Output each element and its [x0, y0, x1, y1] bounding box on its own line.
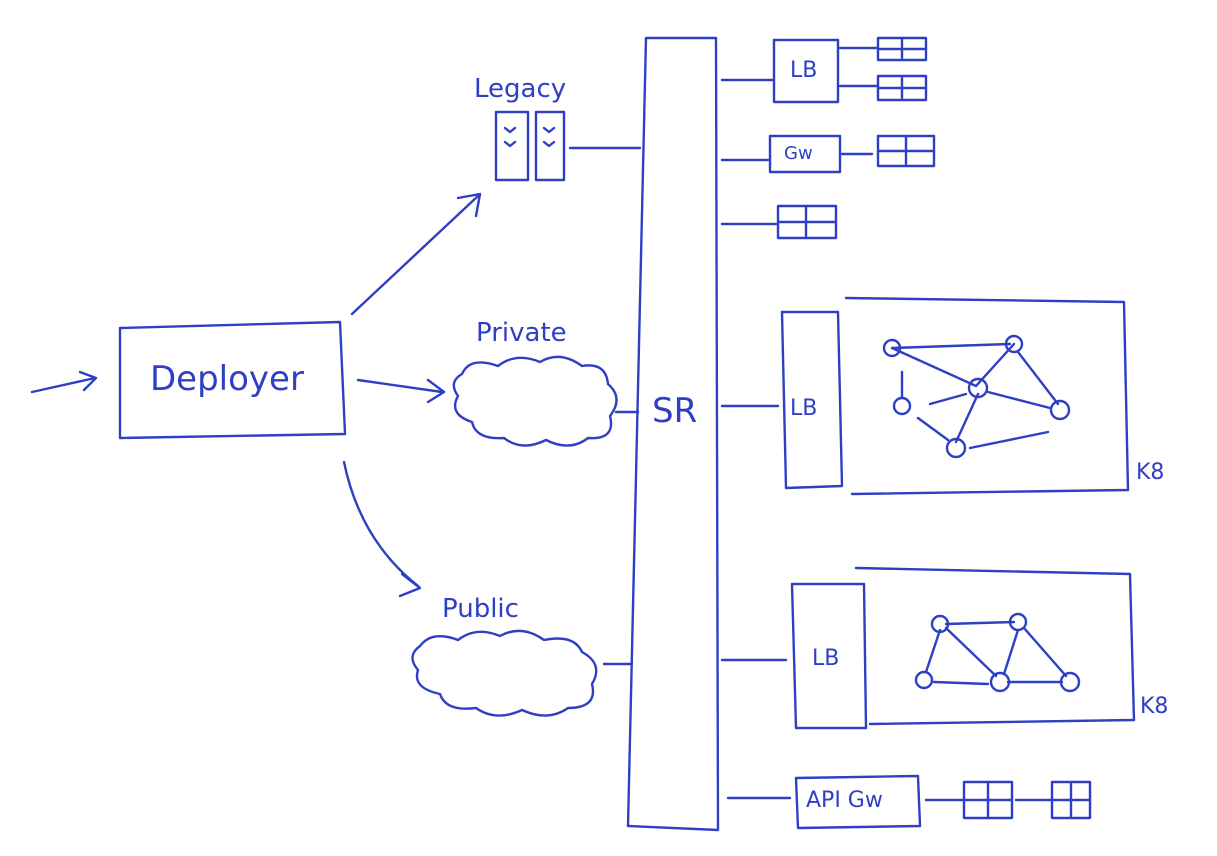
private-cloud: [452, 355, 640, 447]
k8-2-label: K8: [1140, 694, 1169, 719]
api-gw-group: [726, 774, 1092, 830]
k8-cluster-2: [720, 566, 1136, 730]
lb-k8-2-label: LB: [812, 646, 840, 671]
public-label: Public: [442, 594, 519, 624]
lb-top-label: LB: [790, 58, 818, 83]
legacy-label: Legacy: [474, 74, 567, 104]
k8-cluster-1: [720, 296, 1130, 496]
arrow-to-public: [342, 460, 422, 598]
deployer-box: [118, 320, 347, 440]
sr-bus: [626, 36, 720, 832]
gw-group: [720, 134, 936, 174]
arrow-to-legacy: [350, 192, 482, 316]
api-gw-label: API Gw: [806, 788, 883, 813]
gw-label: Gw: [784, 143, 813, 164]
legacy-servers: [494, 110, 642, 182]
arrow-to-private: [356, 378, 446, 404]
public-cloud: [411, 629, 634, 717]
entry-arrow: [30, 370, 98, 394]
lb-k8-1-label: LB: [790, 396, 818, 421]
private-label: Private: [476, 318, 567, 348]
lb-group-top: [720, 36, 928, 104]
service-standalone: [720, 204, 838, 240]
deployer-label: Deployer: [150, 359, 304, 399]
sr-label: SR: [652, 391, 698, 431]
k8-1-label: K8: [1136, 460, 1165, 485]
